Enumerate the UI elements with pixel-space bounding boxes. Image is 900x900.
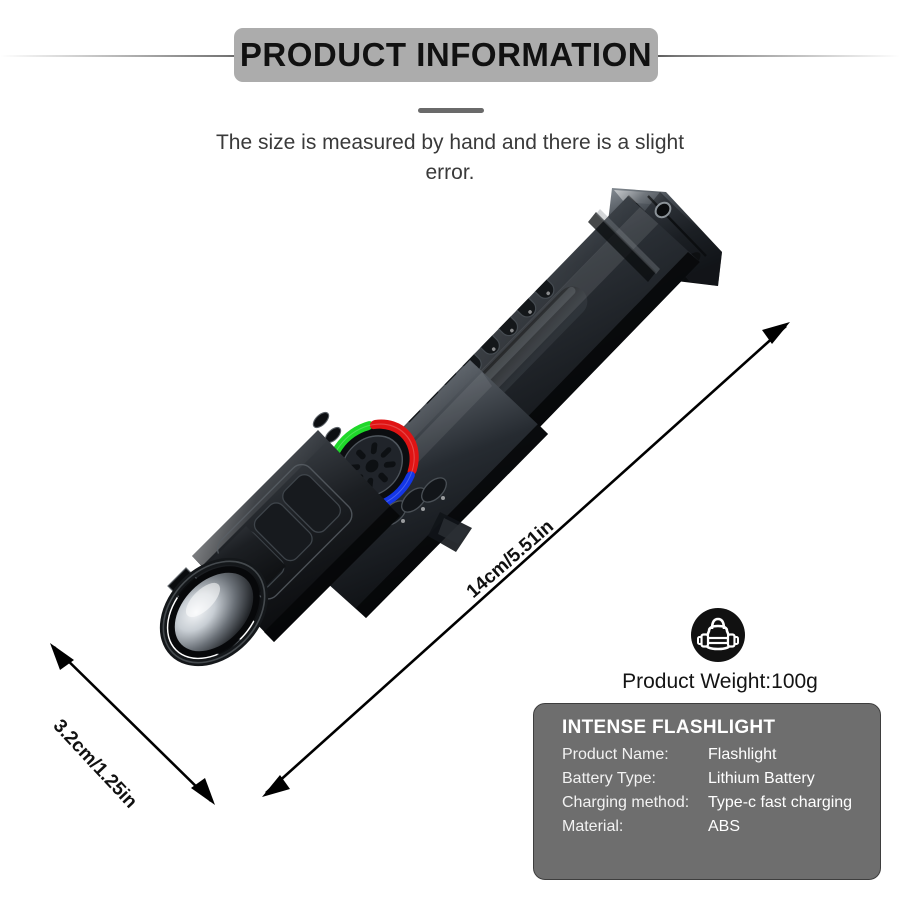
spec-key-product-name: Product Name: bbox=[562, 746, 669, 763]
header-band bbox=[0, 28, 900, 84]
width-dimension-label: 3.2cm/1.25in bbox=[48, 715, 142, 813]
spec-row-material: Material: ABS bbox=[562, 818, 880, 836]
specification-card: INTENSE FLASHLIGHT Product Name: Flashli… bbox=[533, 703, 881, 880]
body-fins bbox=[396, 268, 555, 430]
flashlight-midsection bbox=[288, 360, 548, 618]
page-subtitle: The size is measured by hand and there i… bbox=[215, 131, 685, 184]
spec-value-charging-method: Type-c fast charging bbox=[708, 794, 853, 811]
width-dimension-line bbox=[53, 646, 212, 802]
spec-row-charging-method: Charging method: Type-c fast charging bbox=[562, 794, 880, 812]
page-title-banner: PRODUCT INFORMATION bbox=[234, 28, 658, 82]
spec-key-battery-type: Battery Type: bbox=[562, 770, 656, 787]
product-weight-label: Product Weight:100g bbox=[622, 670, 818, 693]
spec-row-battery-type: Battery Type: Lithium Battery bbox=[562, 770, 880, 788]
header-rule-right bbox=[656, 55, 900, 57]
charging-port bbox=[428, 512, 472, 552]
spec-key-material: Material: bbox=[562, 818, 624, 835]
spec-value-product-name: Flashlight bbox=[708, 746, 777, 763]
header-rule-left bbox=[0, 55, 246, 57]
flashlight-body bbox=[300, 196, 700, 600]
flashlight-tailcap bbox=[608, 188, 722, 286]
indicator-slots bbox=[306, 411, 342, 457]
lens-reflector bbox=[168, 566, 260, 658]
length-dimension-label: 14cm/5.51in bbox=[462, 516, 558, 603]
spec-row-product-name: Product Name: Flashlight bbox=[562, 746, 880, 764]
bezel-crenellations bbox=[167, 567, 241, 659]
spec-card-title: INTENSE FLASHLIGHT bbox=[562, 717, 776, 738]
flashlight-head bbox=[159, 430, 400, 667]
rgb-switch-ring bbox=[325, 419, 419, 513]
subtitle-divider bbox=[418, 108, 484, 113]
spec-value-battery-type: Lithium Battery bbox=[708, 770, 815, 787]
page-title: PRODUCT INFORMATION bbox=[239, 36, 653, 73]
mode-buttons bbox=[381, 477, 447, 526]
spec-value-material: ABS bbox=[708, 818, 741, 835]
kettlebell-weight-icon bbox=[691, 608, 745, 662]
spec-key-charging-method: Charging method: bbox=[562, 794, 690, 811]
head-grip-panels bbox=[216, 463, 353, 600]
lanyard-hole bbox=[654, 201, 672, 219]
